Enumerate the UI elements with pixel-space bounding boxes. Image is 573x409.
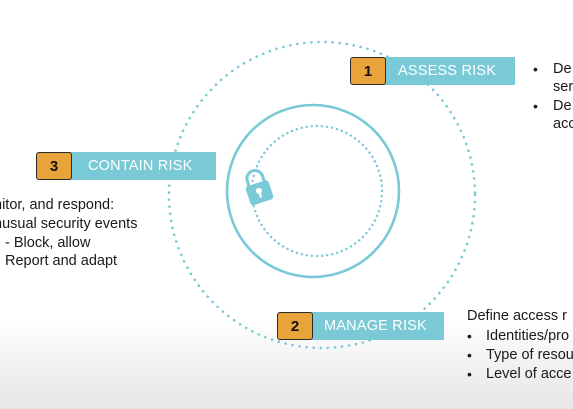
- assess-bullet-2-line-1: De: [553, 98, 572, 114]
- step-label: MANAGE RISK: [324, 318, 427, 334]
- assess-bullet-1-line-2: ser: [553, 79, 573, 95]
- bullet-dot: •: [467, 347, 472, 363]
- bullet-dot: •: [467, 366, 472, 382]
- middle-solid-ring: [225, 103, 401, 279]
- bullet-dot: •: [533, 61, 538, 77]
- step-label: ASSESS RISK: [398, 63, 497, 79]
- manage-heading: Define access r: [467, 308, 567, 324]
- step-number-badge: 1: [350, 57, 386, 85]
- step-label-bar: MANAGE RISK: [307, 312, 444, 340]
- step-manage-risk: MANAGE RISK 2: [277, 312, 444, 340]
- step-number: 3: [49, 157, 59, 175]
- contain-line-3: - Block, allow: [5, 235, 91, 251]
- contain-line-4: Report and adapt: [5, 253, 118, 269]
- step-number-badge: 3: [36, 152, 72, 180]
- step-label-bar: ASSESS RISK: [380, 57, 515, 85]
- step-assess-risk: ASSESS RISK 1: [350, 57, 515, 85]
- manage-bullet-2: Type of resou: [486, 347, 573, 363]
- step-number: 2: [290, 317, 300, 335]
- manage-bullet-3: Level of acce: [486, 366, 572, 382]
- manage-bullet-1: Identities/pro: [486, 328, 570, 344]
- bullet-dot: •: [467, 328, 472, 344]
- bullet-dot: •: [533, 98, 538, 114]
- contain-line-1: nitor, and respond:: [0, 197, 115, 213]
- contain-line-2: nusual security events: [0, 216, 138, 232]
- outer-dotted-ring: [167, 40, 477, 350]
- step-label-bar: CONTAIN RISK: [64, 152, 216, 180]
- step-label: CONTAIN RISK: [88, 158, 193, 174]
- padlock-icon: [245, 169, 274, 206]
- step-number-badge: 2: [277, 312, 313, 340]
- step-number: 1: [363, 62, 373, 80]
- step-contain-risk: CONTAIN RISK 3: [36, 152, 216, 180]
- assess-bullet-2-line-2: acc: [553, 116, 573, 132]
- assess-bullet-1-line-1: De: [553, 61, 572, 77]
